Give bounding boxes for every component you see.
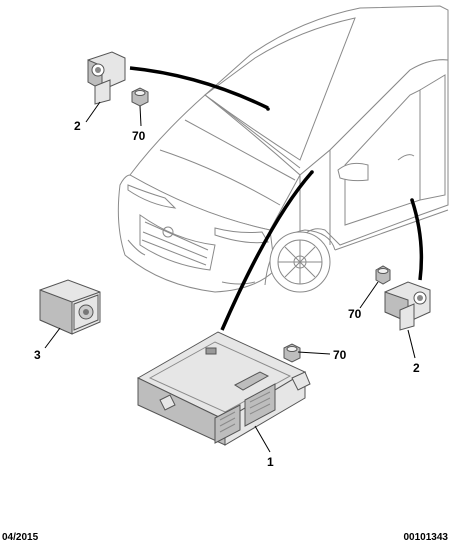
impact-sensor-right [384,281,431,331]
nut-right [375,265,391,285]
callout-2-right: 2 [413,361,420,375]
car-illustration [117,5,449,293]
callout-lines [44,101,416,453]
nut-top [131,87,149,107]
callout-70-mid: 70 [333,348,347,362]
callout-2-top: 2 [74,119,81,133]
nut-mid [283,343,301,363]
airbag-control-unit [136,331,311,446]
leader-lines [129,66,424,331]
footer-date: 04/2015 [2,532,39,543]
callout-1: 1 [267,455,274,469]
airbag-switch [39,279,101,335]
callout-70-top: 70 [132,129,146,143]
callout-3: 3 [34,348,41,362]
footer-reference: 00101343 [404,532,449,543]
impact-sensor-top [87,51,126,105]
callout-70-right: 70 [348,307,362,321]
